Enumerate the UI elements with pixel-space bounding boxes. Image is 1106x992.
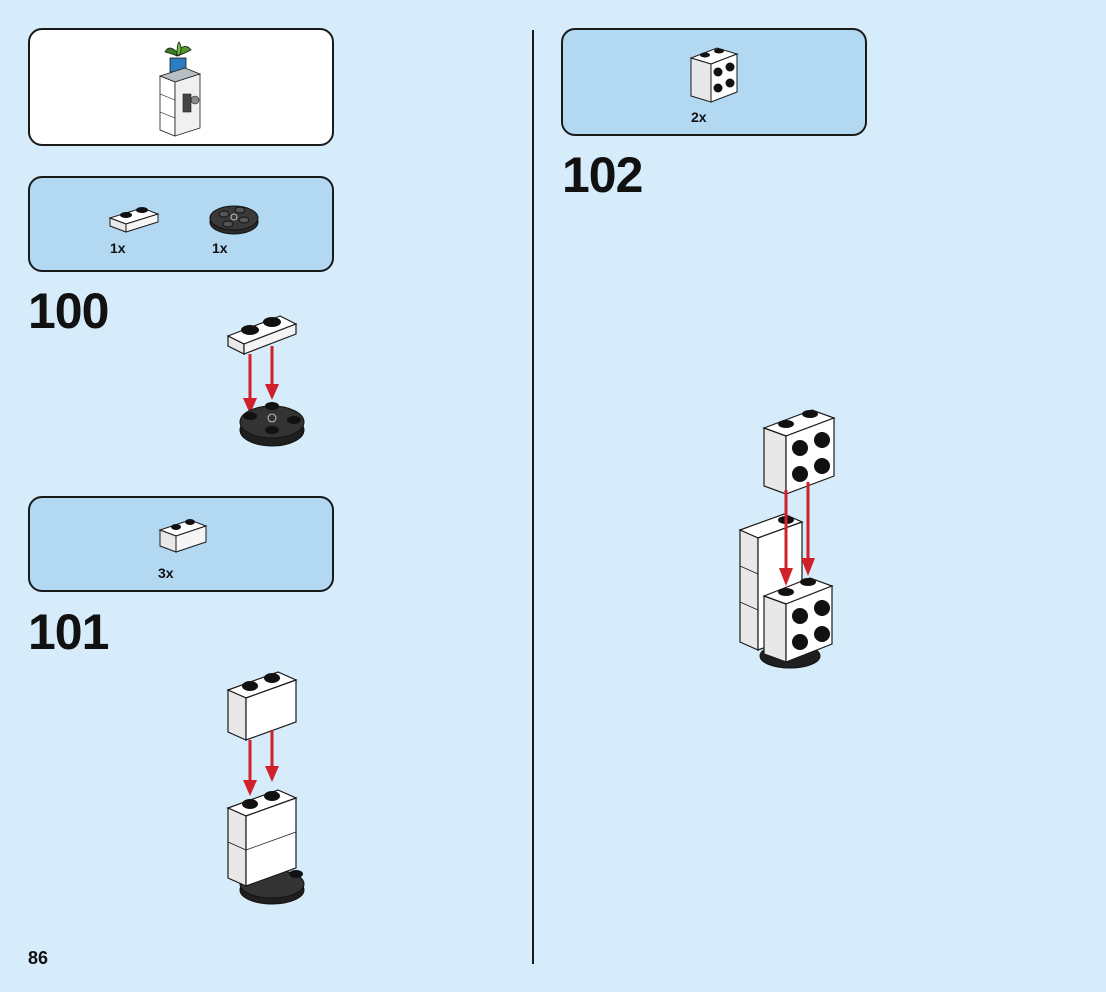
step-number: 101 xyxy=(28,604,109,660)
black-round-plate-2x2-icon xyxy=(209,205,259,235)
white-plate-1x2-icon xyxy=(108,207,160,233)
parts-list-step-102: 2x xyxy=(561,28,867,136)
page-number: 86 xyxy=(28,948,49,968)
part-qty: 2x xyxy=(691,109,707,125)
step-number: 100 xyxy=(28,283,109,339)
part-qty: 1x xyxy=(212,240,228,256)
parts-list-step-101: 3x xyxy=(28,496,334,592)
part-qty: 3x xyxy=(158,565,174,581)
step-100-illustration xyxy=(226,315,305,447)
step-102-illustration xyxy=(738,409,836,669)
step-101-illustration xyxy=(226,671,305,905)
step-number: 102 xyxy=(562,147,643,203)
page-divider xyxy=(532,30,534,964)
submodel-preview-box xyxy=(28,28,334,146)
part-qty: 1x xyxy=(110,240,126,256)
white-brick-1x2-icon xyxy=(158,519,208,553)
white-brick-2x2-studs-side-icon xyxy=(689,47,739,103)
parts-list-step-100: 1x 1x xyxy=(28,176,334,272)
submodel-figure-icon xyxy=(158,41,202,137)
